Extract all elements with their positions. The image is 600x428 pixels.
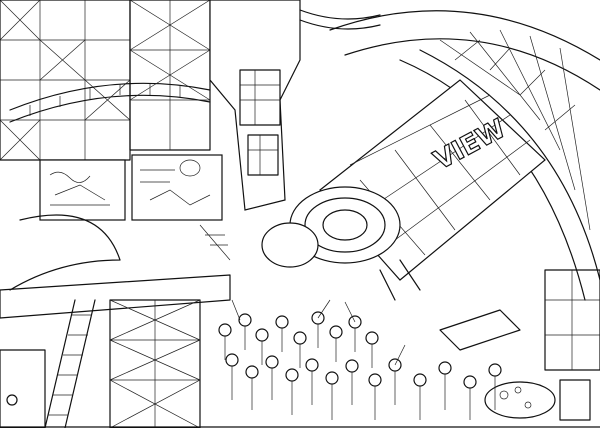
lab-area (439, 269, 600, 421)
overhead-machinery (209, 0, 381, 211)
whiteboard-left (39, 159, 126, 221)
stage (0, 154, 231, 319)
lower-left-scaffold (0, 299, 201, 428)
crowd (218, 299, 502, 420)
whiteboard-right (131, 154, 223, 221)
telescope: VIEW (261, 79, 546, 301)
